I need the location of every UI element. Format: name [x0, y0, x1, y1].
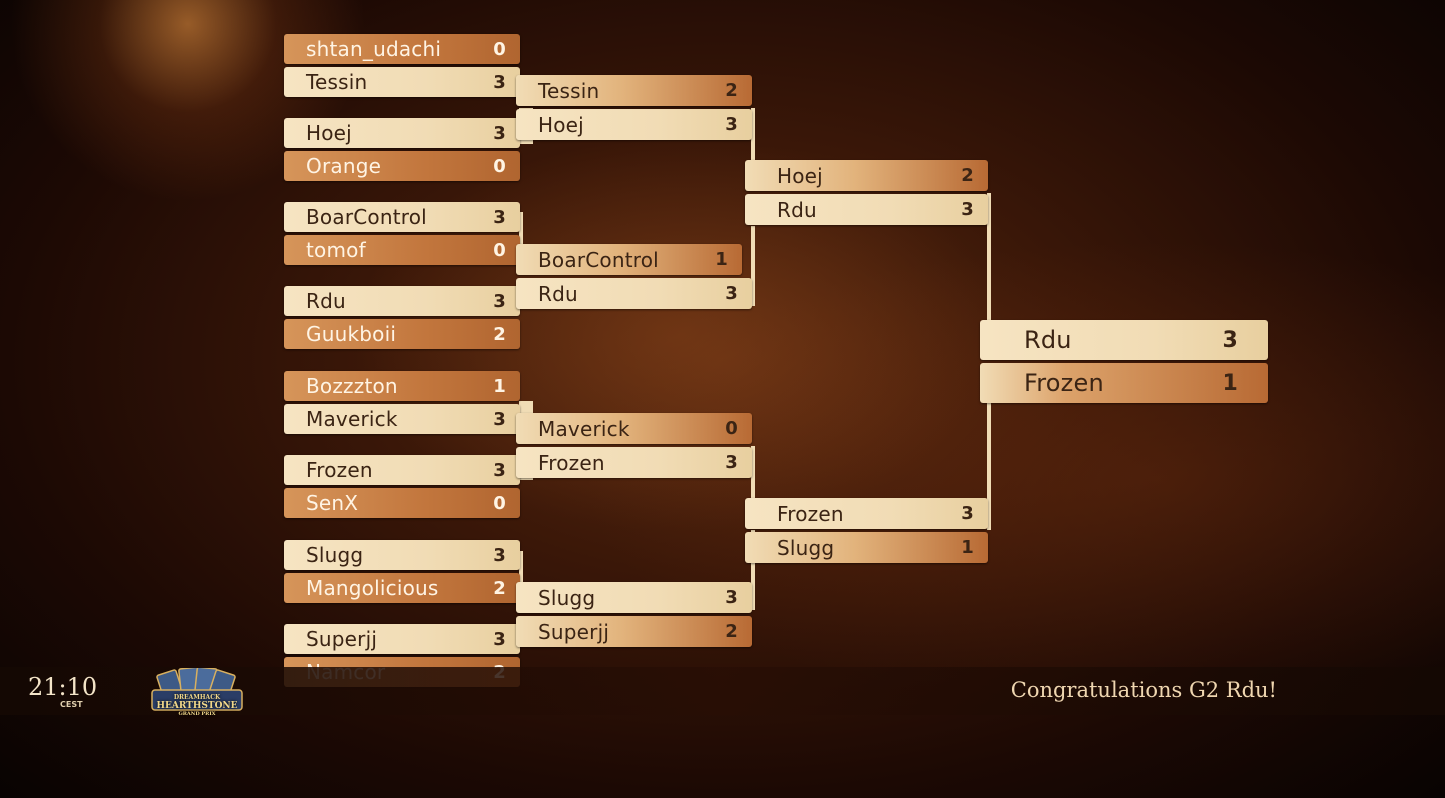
clock-timezone: CEST [60, 700, 83, 709]
player-score: 1 [1222, 370, 1238, 396]
player-score: 3 [493, 206, 506, 228]
player-score: 3 [961, 199, 974, 220]
player-score: 3 [493, 408, 506, 430]
player-name: Maverick [538, 416, 630, 441]
player-name: Frozen [306, 458, 373, 482]
player-score: 3 [493, 71, 506, 93]
player-name: Hoej [777, 163, 823, 188]
player-score: 3 [493, 459, 506, 481]
player-name: Tessin [306, 70, 368, 94]
player-score: 0 [725, 418, 738, 439]
congratulations-message: Congratulations G2 Rdu! [1010, 678, 1277, 702]
player-name: Guukboii [306, 322, 397, 346]
player-score: 2 [725, 80, 738, 101]
player-name: Frozen [1024, 369, 1104, 397]
player-name: Hoej [306, 121, 352, 145]
match-slot: Superjj 2 [516, 616, 752, 647]
player-name: tomof [306, 238, 366, 262]
match-slot: Frozen 3 [516, 447, 752, 478]
player-score: 3 [725, 587, 738, 608]
match-slot: SenX 0 [284, 488, 520, 518]
player-score: 3 [493, 122, 506, 144]
match-slot: Bozzzton 1 [284, 371, 520, 401]
match-slot: Slugg 1 [745, 532, 988, 563]
logo-main-text: HEARTHSTONE [156, 701, 238, 711]
player-score: 3 [961, 503, 974, 524]
match-slot: Superjj 3 [284, 624, 520, 654]
match-slot: Orange 0 [284, 151, 520, 181]
player-name: Frozen [777, 501, 844, 526]
player-name: Rdu [777, 197, 817, 222]
player-score: 3 [493, 544, 506, 566]
hearthstone-logo [151, 668, 243, 711]
player-name: Hoej [538, 112, 584, 137]
logo-sub-text: GRAND PRIX [178, 711, 216, 717]
match-slot: BoarControl 3 [284, 202, 520, 232]
player-score: 0 [493, 38, 506, 60]
player-score: 3 [725, 283, 738, 304]
match-slot: Maverick 3 [284, 404, 520, 434]
player-name: Slugg [538, 585, 596, 610]
logo-top-text: DREAMHACK [173, 694, 221, 701]
match-slot: Hoej 3 [516, 109, 752, 140]
player-score: 1 [715, 249, 728, 270]
player-score: 3 [493, 290, 506, 312]
player-name: BoarControl [306, 205, 427, 229]
match-slot: Guukboii 2 [284, 319, 520, 349]
player-name: SenX [306, 491, 359, 515]
player-score: 0 [493, 155, 506, 177]
player-score: 3 [1222, 327, 1238, 353]
player-name: Mangolicious [306, 576, 439, 600]
player-name: Superjj [306, 627, 378, 651]
player-score: 1 [493, 375, 506, 397]
player-name: Bozzzton [306, 374, 398, 398]
player-name: Slugg [777, 535, 835, 560]
match-slot: BoarControl 1 [516, 244, 742, 275]
match-slot: Rdu 3 [516, 278, 752, 309]
match-slot: Frozen 3 [745, 498, 988, 529]
player-name: Slugg [306, 543, 364, 567]
match-slot: Hoej 3 [284, 118, 520, 148]
player-name: Frozen [538, 450, 605, 475]
player-score: 3 [493, 628, 506, 650]
player-score: 0 [493, 239, 506, 261]
match-slot: Maverick 0 [516, 413, 752, 444]
final-slot-winner: Rdu 3 [980, 320, 1268, 360]
player-score: 2 [493, 323, 506, 345]
player-name: Rdu [538, 281, 578, 306]
match-slot: Slugg 3 [284, 540, 520, 570]
player-name: Maverick [306, 407, 398, 431]
player-name: Superjj [538, 619, 610, 644]
match-slot: Hoej 2 [745, 160, 988, 191]
player-score: 3 [725, 114, 738, 135]
match-slot: shtan_udachi 0 [284, 34, 520, 64]
match-slot: Mangolicious 2 [284, 573, 520, 603]
final-slot-runnerup: Frozen 1 [980, 363, 1268, 403]
match-slot: Frozen 3 [284, 455, 520, 485]
player-score: 2 [961, 165, 974, 186]
logo-wordmark: DREAMHACK HEARTHSTONE GRAND PRIX [152, 694, 242, 717]
player-name: Tessin [538, 78, 600, 103]
match-slot: Rdu 3 [284, 286, 520, 316]
match-slot: tomof 0 [284, 235, 520, 265]
player-name: Rdu [1024, 326, 1072, 354]
player-name: Orange [306, 154, 382, 178]
player-score: 2 [725, 621, 738, 642]
player-name: shtan_udachi [306, 37, 442, 61]
match-slot: Tessin 3 [284, 67, 520, 97]
clock-time: 21:10 [28, 673, 98, 701]
match-slot: Tessin 2 [516, 75, 752, 106]
match-slot: Slugg 3 [516, 582, 752, 613]
player-score: 1 [961, 537, 974, 558]
player-score: 0 [493, 492, 506, 514]
player-name: Rdu [306, 289, 346, 313]
player-score: 3 [725, 452, 738, 473]
player-score: 2 [493, 577, 506, 599]
player-name: BoarControl [538, 247, 659, 272]
match-slot: Rdu 3 [745, 194, 988, 225]
